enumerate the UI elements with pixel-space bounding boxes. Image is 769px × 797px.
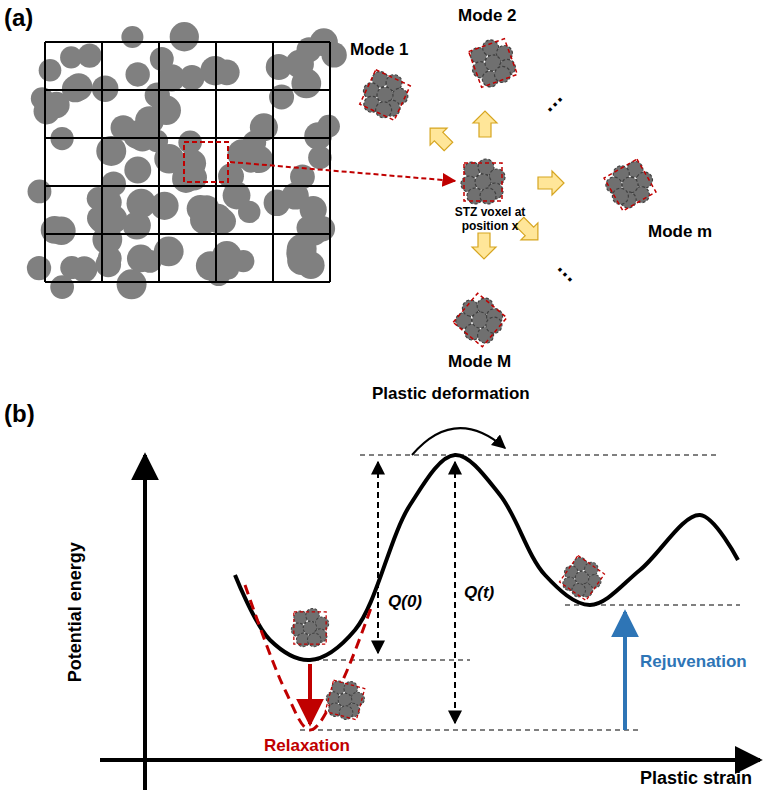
text-label: Rejuvenation [640,652,747,672]
mode-arrow [472,233,496,259]
stz-cluster [556,551,609,604]
stz-cluster [291,608,328,646]
stz-cluster [448,288,511,351]
stz-cluster [356,65,415,124]
panel-label: (b) [4,400,35,428]
text-label: … [534,84,567,117]
relaxation-arrow [308,664,312,724]
guide-line [360,455,720,456]
text-label: Q(t) [462,583,496,603]
axis [143,455,147,790]
particle-grid [27,22,347,299]
guide-line [300,730,640,731]
energy-curve [235,455,738,660]
barrier-arrow [377,462,379,653]
text-label: … [552,254,585,287]
text-label: Q(0) [386,592,424,612]
text-label: Plastic strain [640,768,752,789]
rejuvenation-arrow [623,612,627,730]
stz-cluster [464,34,521,91]
text-label: Relaxation [262,736,352,756]
text-label: Potential energy [65,542,86,682]
stz-cluster [600,154,661,215]
stz-cluster [461,159,505,204]
mode-arrow [538,171,564,195]
leader-arrow [230,162,455,181]
text-label: STZ voxel at position x [440,206,540,234]
text-label: Plastic deformation [372,384,530,404]
barrier-arrow [454,462,456,723]
text-label: Mode 1 [350,40,409,60]
mode-arrow [473,111,497,137]
text-label: Mode M [448,352,511,372]
text-label: Mode m [648,222,712,242]
text-label: Mode 2 [458,6,517,26]
panel-label: (a) [4,4,33,32]
axis [100,758,760,762]
mode-arrow [422,120,457,155]
guide-line [305,660,470,661]
relaxed-well [245,585,372,730]
deformation-arrow [412,428,505,455]
stz-cluster [322,676,368,723]
